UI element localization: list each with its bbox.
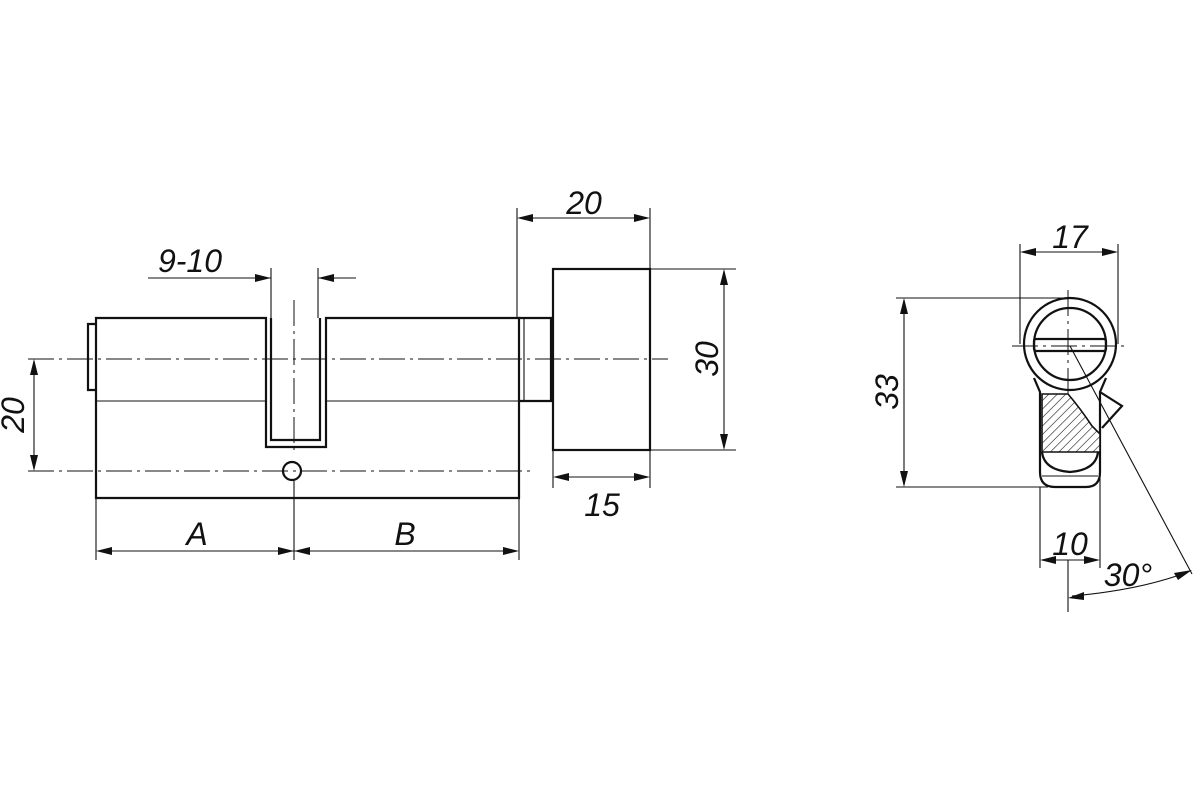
dim-profile-height-label: 33 xyxy=(869,374,905,410)
cam-slot xyxy=(269,318,322,442)
profile-inner-circle xyxy=(1032,306,1108,382)
dim-profile-width-label: 17 xyxy=(1052,219,1089,255)
dim-slot-width: 9-10 xyxy=(148,243,356,318)
profile-view: 17 33 10 30° xyxy=(869,219,1193,612)
dim-knob-height-label: 30 xyxy=(689,341,725,377)
cam xyxy=(1099,391,1124,429)
cam-angle-line xyxy=(1069,345,1193,575)
dim-knob-length-label: 20 xyxy=(565,185,602,221)
dim-profile-bottom: 10 xyxy=(1039,472,1101,568)
dim-length-b-label: B xyxy=(394,516,415,552)
knob-slot xyxy=(1032,337,1108,353)
dim-knob-neck-label: 15 xyxy=(584,487,620,523)
dim-axis-offset: 20 xyxy=(0,359,38,471)
profile-outer-circle xyxy=(1022,296,1118,392)
dim-profile-bottom-label: 10 xyxy=(1052,526,1088,562)
side-view: 20 9-10 20 30 xyxy=(0,185,736,560)
dim-profile-width: 17 xyxy=(1019,219,1119,344)
dim-slot-width-label: 9-10 xyxy=(158,243,222,279)
dim-knob-height: 30 xyxy=(650,268,736,451)
dim-cam-angle-label: 30° xyxy=(1104,557,1153,593)
dim-knob-length: 20 xyxy=(516,185,651,318)
dim-axis-offset-label: 20 xyxy=(0,397,31,434)
dim-knob-neck: 15 xyxy=(552,450,651,523)
profile-plug-bottom xyxy=(1040,451,1100,474)
dim-length-a-label: A xyxy=(184,516,207,552)
dim-cam-angle: 30° xyxy=(1067,557,1192,612)
dim-lengths: A B xyxy=(95,480,520,560)
key-end xyxy=(86,322,96,392)
cylinder-body xyxy=(94,316,521,500)
dim-profile-height: 33 xyxy=(869,297,1068,488)
profile-hatched-section xyxy=(1041,393,1101,453)
